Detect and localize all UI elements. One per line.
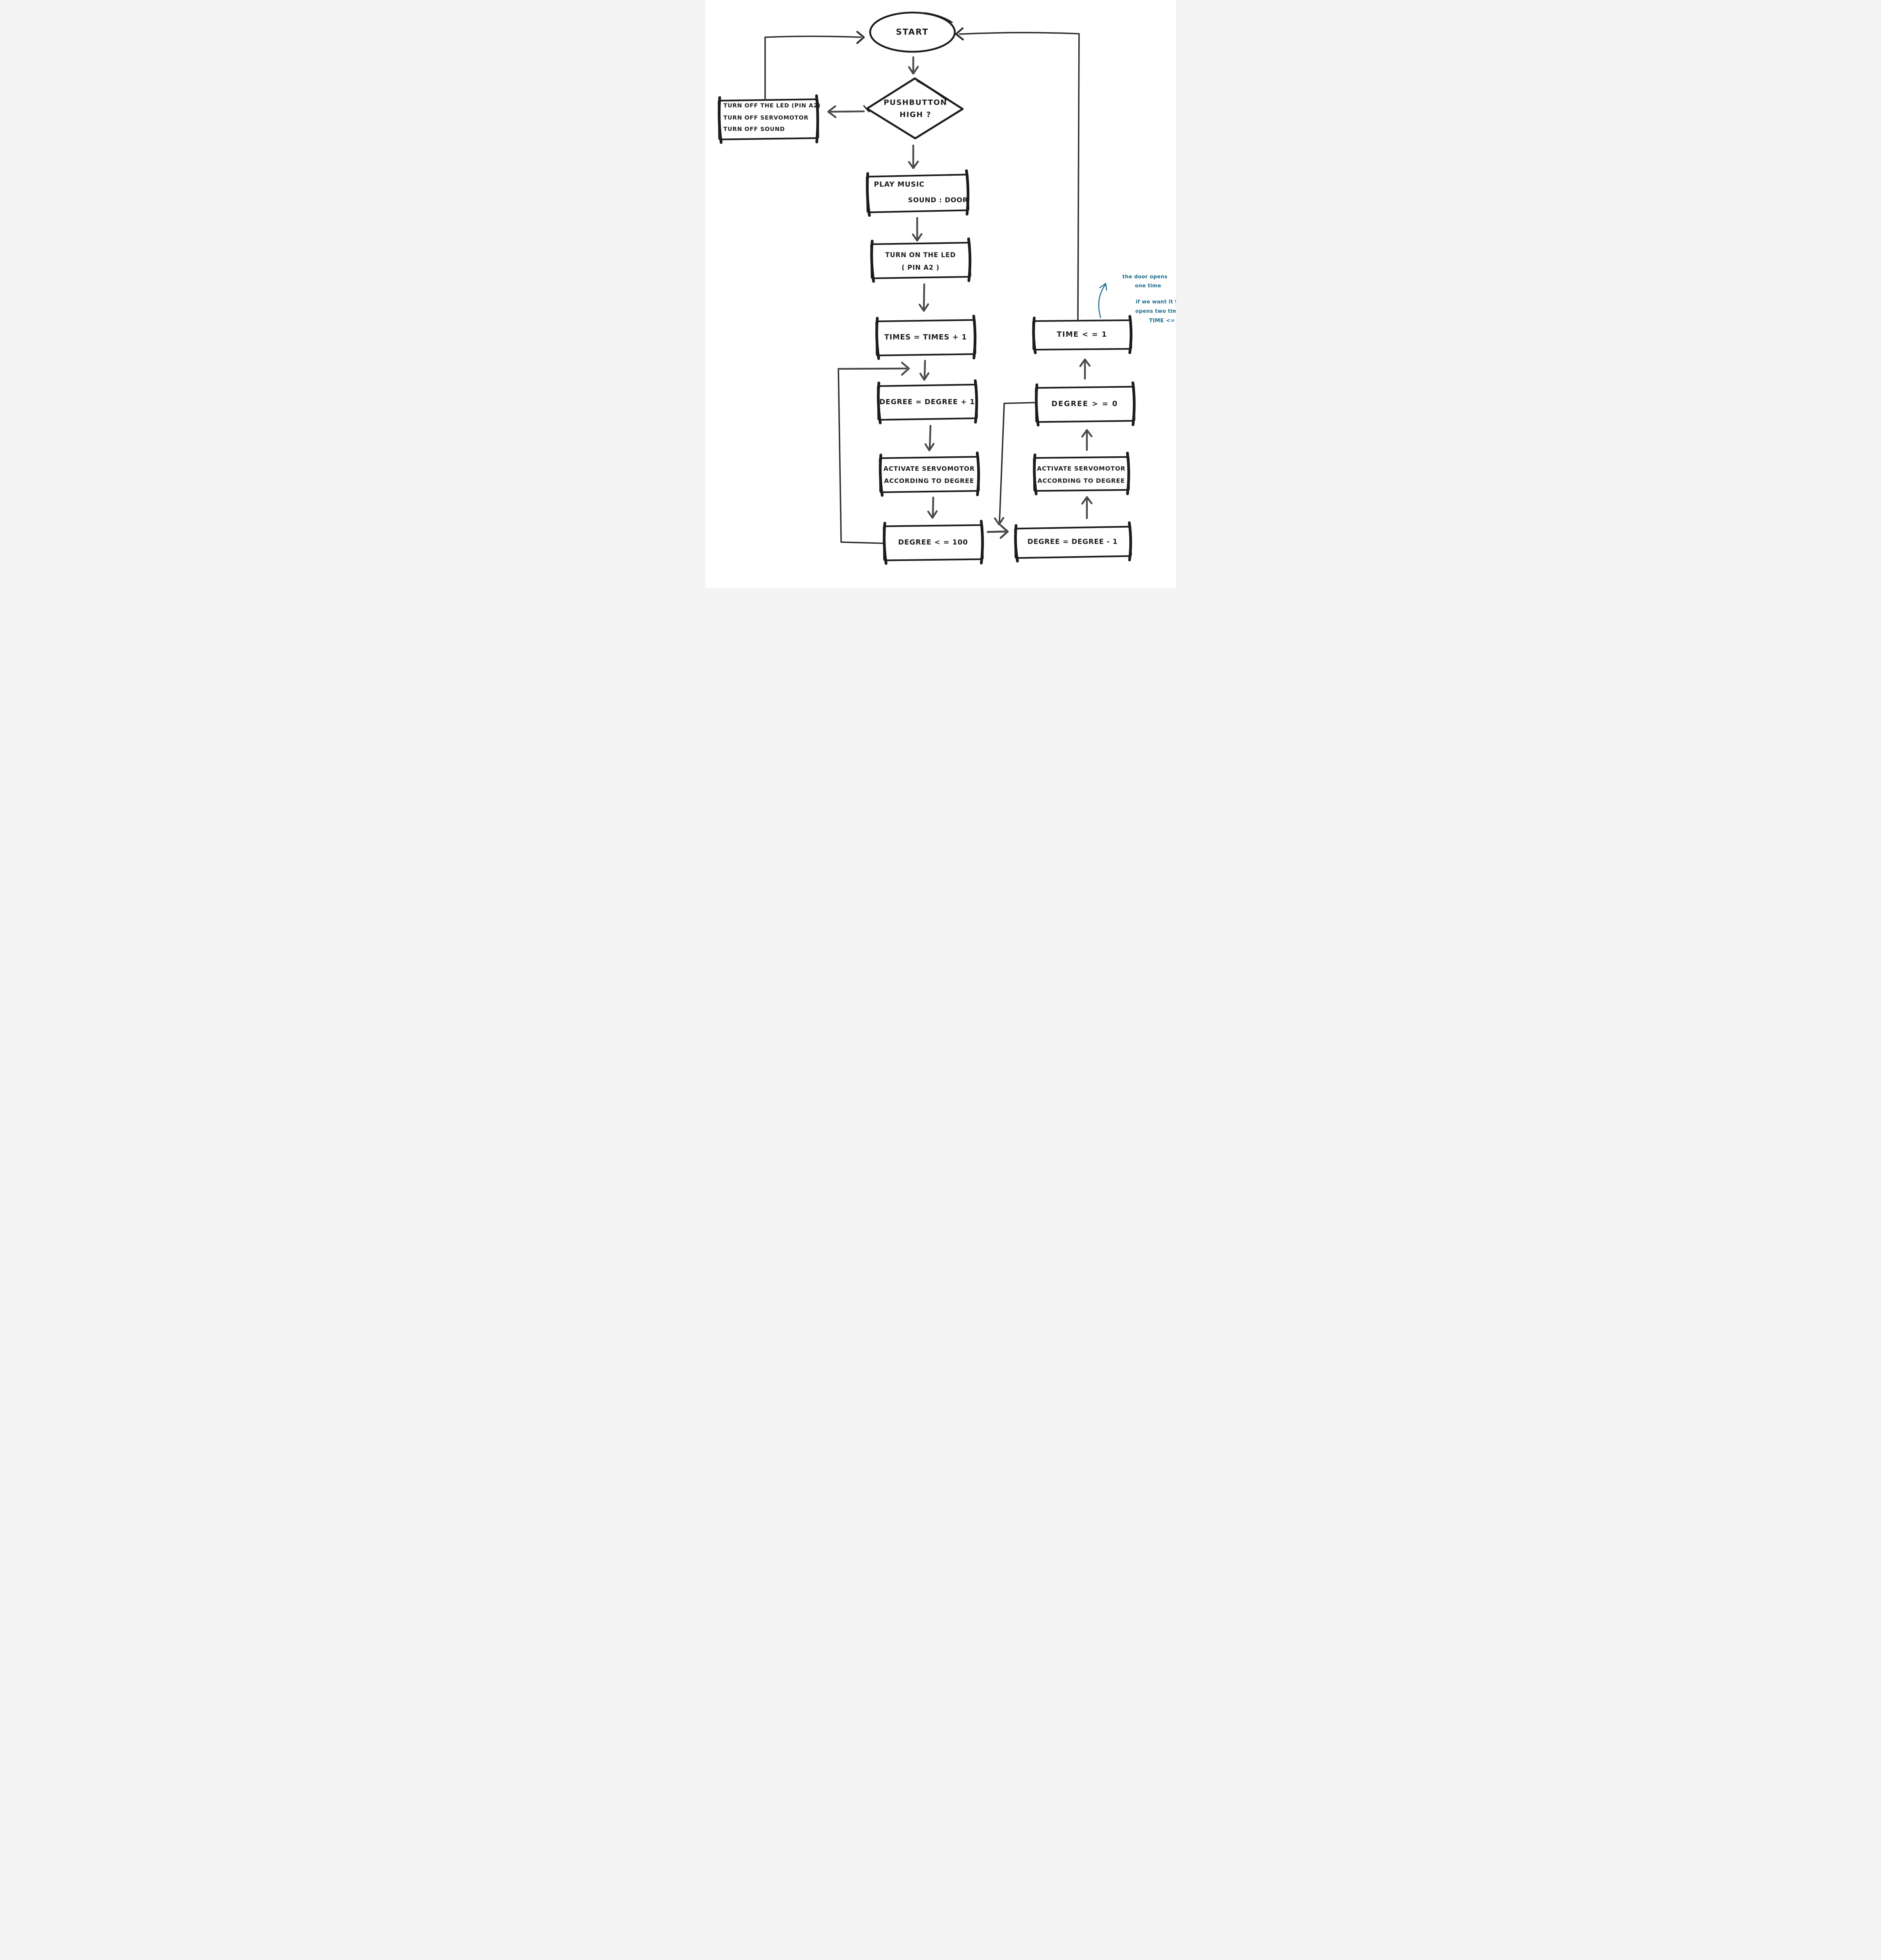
arrow-activateleft-to-degree100 <box>927 496 938 519</box>
annotation-line2: one time <box>1135 283 1161 289</box>
turnoff-label-line2: TURN OFF SERVOMOTOR <box>723 115 809 121</box>
degreedec-box <box>1014 521 1132 563</box>
arrow-turnon-to-times <box>918 283 929 312</box>
activateleft-box <box>878 451 980 497</box>
loop-degree0-to-degreedec <box>994 402 1037 526</box>
line-time1-to-start <box>955 27 1080 321</box>
degreeinc-label: DEGREE = DEGREE + 1 <box>879 398 975 406</box>
activateright-label-line2: ACCORDING TO DEGREE <box>1037 477 1125 485</box>
times-box <box>875 314 976 360</box>
annotation-line5: TIME <= 2 <box>1149 318 1176 324</box>
arrow-pushbutton-to-playmusic <box>908 144 919 169</box>
arrow-start-to-pushbutton <box>908 56 919 75</box>
loop-degree100-to-degreeinc <box>837 361 910 544</box>
playmusic-box <box>865 169 969 217</box>
degree100-box <box>882 520 984 565</box>
degree0-label: DEGREE > = 0 <box>1051 399 1118 408</box>
times-label: TIMES = TIMES + 1 <box>884 333 967 341</box>
time1-box <box>1032 315 1132 354</box>
degree100-label: DEGREE < = 100 <box>898 538 968 546</box>
activateright-label-line1: ACTIVATE SERVOMOTOR <box>1037 465 1126 472</box>
arrow-activateright-to-degree0 <box>1081 429 1092 451</box>
pushbutton-diamond <box>863 77 963 140</box>
degree0-box <box>1034 381 1135 426</box>
annotation-line1: the door opens <box>1122 274 1168 280</box>
pushbutton-label-line1: PUSHBUTTON <box>883 98 947 107</box>
degreedec-label: DEGREE = DEGREE - 1 <box>1027 538 1118 546</box>
annotation-line4: opens two times: <box>1135 309 1176 314</box>
annotation-arrow <box>1098 283 1107 318</box>
activateright-box <box>1032 452 1130 495</box>
turnoff-label-line1: TURN OFF THE LED (PIN A2) <box>723 103 821 109</box>
degreeinc-box <box>876 379 978 425</box>
playmusic-label-line1: PLAY MUSIC <box>874 180 925 189</box>
line-turnoff-to-start <box>764 31 865 101</box>
start-ellipse <box>869 11 956 53</box>
flowchart-canvas: START PUSHBUTTON HIGH ? TURN OFF THE LED… <box>705 0 1176 588</box>
arrow-degree0-to-time1 <box>1079 358 1090 380</box>
start-label: START <box>896 27 929 37</box>
turnoff-label-line3: TURN OFF SOUND <box>723 126 785 132</box>
flowchart-strokes <box>717 11 1135 565</box>
arrow-pushbutton-to-turnoff <box>827 105 865 118</box>
arrow-degree100-to-degreedec <box>987 524 1009 539</box>
arrow-degreedec-to-activateright <box>1081 496 1092 519</box>
turnoff-box <box>717 94 819 144</box>
annotation-line3: if we want it to <box>1135 299 1176 305</box>
time1-label: TIME < = 1 <box>1057 330 1107 339</box>
turnon-label-line2: ( PIN A2 ) <box>902 263 940 271</box>
turnon-box <box>870 237 971 283</box>
arrow-times-to-degreeinc <box>919 359 929 381</box>
turnon-label-line1: TURN ON THE LED <box>885 251 956 259</box>
pushbutton-label-line2: HIGH ? <box>899 110 932 119</box>
arrow-playmusic-to-turnon <box>912 217 922 242</box>
activateleft-label-line1: ACTIVATE SERVOMOTOR <box>883 465 975 472</box>
arrow-degreeinc-to-activateleft <box>924 425 934 452</box>
playmusic-label-line2: SOUND : DOOR <box>908 196 968 204</box>
activateleft-label-line2: ACCORDING TO DEGREE <box>884 477 974 485</box>
